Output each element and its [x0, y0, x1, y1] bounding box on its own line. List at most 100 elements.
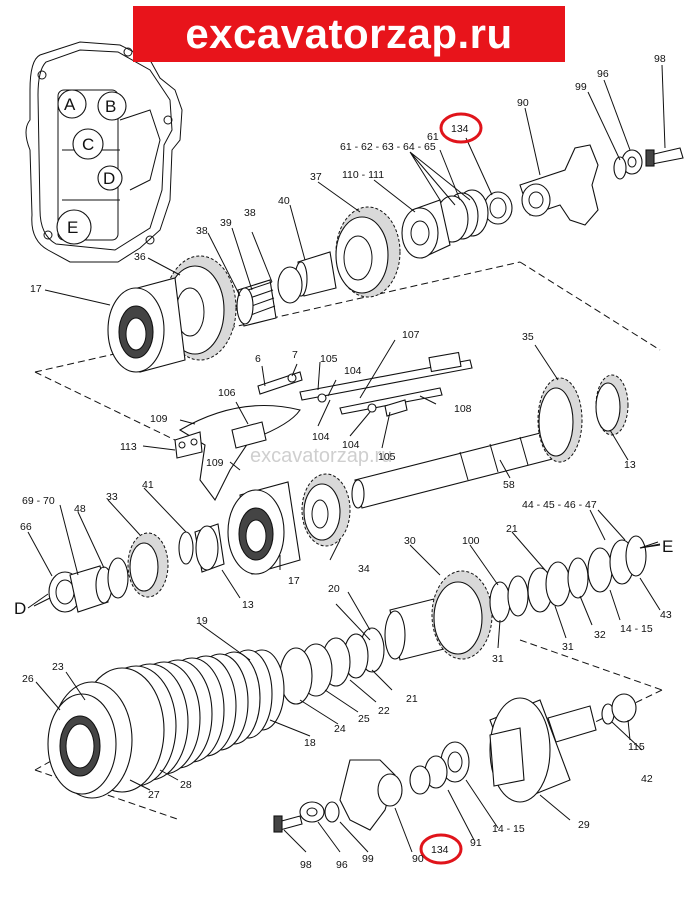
- piston-23-26: [47, 681, 133, 799]
- inset-letter-b: B: [105, 97, 116, 116]
- highlighted-label-134-top: 134: [451, 123, 469, 135]
- part-label: 105: [320, 353, 338, 365]
- part-label: 90: [412, 853, 424, 865]
- part-label: 33: [106, 491, 118, 503]
- part-label: 27: [148, 789, 160, 801]
- needle-bearings: [236, 266, 303, 327]
- part-label: 39: [220, 217, 232, 229]
- top-yoke-assembly: [483, 144, 684, 226]
- part-label: 48: [74, 503, 86, 515]
- highlighted-label-134-bottom: 134: [431, 844, 449, 856]
- d-side-assembly: [48, 523, 225, 613]
- watermark-text: excavatorzap.ru: [250, 445, 392, 467]
- housing-inset: [25, 41, 183, 263]
- highlight-circle-top: [439, 112, 483, 144]
- part-label: 113: [120, 441, 137, 453]
- inset-letter-e: E: [67, 218, 78, 237]
- part-label: 42: [641, 773, 653, 785]
- part-label: 96: [336, 859, 348, 871]
- part-number-labels: 98 96 99 90 61 61 - 62 - 63 - 64 - 65 11…: [20, 53, 672, 871]
- part-label: 19: [196, 615, 208, 627]
- part-label: 41: [142, 479, 154, 491]
- part-label: 109: [206, 457, 224, 469]
- part-label: 105: [378, 451, 396, 463]
- part-label: 69 - 70: [22, 495, 55, 507]
- part-label: 6: [255, 353, 261, 365]
- clutch-drum-17-mid: [227, 473, 351, 575]
- part-label: 31: [492, 653, 504, 665]
- part-label: 21: [506, 523, 518, 535]
- bottom-yoke-assembly: [273, 741, 470, 833]
- part-label: 98: [654, 53, 666, 65]
- part-label: 96: [597, 68, 609, 80]
- part-label: 109: [150, 413, 168, 425]
- part-label: 99: [575, 81, 587, 93]
- part-label: 115: [628, 741, 645, 753]
- part-label: 91: [470, 837, 482, 849]
- part-label: 106: [218, 387, 236, 399]
- part-label: 34: [358, 563, 370, 575]
- part-label: 7: [292, 349, 298, 361]
- part-label: 18: [304, 737, 316, 749]
- arrow-to-e: [639, 543, 661, 549]
- part-label: 104: [344, 365, 362, 377]
- side-letter-e: E: [662, 537, 673, 556]
- part-label: 40: [278, 195, 290, 207]
- part-label: 38: [244, 207, 256, 219]
- shift-fork-106: [174, 405, 301, 502]
- part-label: 21: [406, 693, 418, 705]
- part-label: 104: [342, 439, 360, 451]
- part-label: 90: [517, 97, 529, 109]
- part-label: 99: [362, 853, 374, 865]
- part-label: 23: [52, 661, 64, 673]
- arrow-to-d: [33, 597, 51, 607]
- part-label: 17: [30, 283, 42, 295]
- shift-rods: [257, 351, 473, 417]
- e-side-assembly: [384, 535, 647, 661]
- site-banner: excavatorzap.ru: [133, 6, 565, 62]
- part-label: 98: [300, 859, 312, 871]
- part-label: 29: [578, 819, 590, 831]
- part-label: 61: [427, 131, 439, 143]
- part-label: 26: [22, 673, 34, 685]
- part-label: 17: [288, 575, 300, 587]
- part-label: 100: [462, 535, 480, 547]
- inset-letter-d: D: [103, 169, 115, 188]
- clutch-drum-17-top: [107, 277, 186, 373]
- part-label: 35: [522, 331, 534, 343]
- part-label: 66: [20, 521, 32, 533]
- part-label: 31: [562, 641, 574, 653]
- drum-29: [489, 693, 637, 803]
- highlight-circle-bottom: [419, 833, 463, 865]
- part-label: 43: [660, 609, 672, 621]
- middle-rings: [279, 627, 385, 705]
- part-label: 14 - 15: [492, 823, 525, 835]
- gear-37: [335, 206, 401, 298]
- part-label: 38: [196, 225, 208, 237]
- side-letter-d: D: [14, 599, 26, 618]
- inset-letter-a: A: [64, 95, 76, 114]
- part-label: 107: [402, 329, 420, 341]
- part-label: 22: [378, 705, 390, 717]
- part-label: 37: [310, 171, 322, 183]
- part-label: 13: [624, 459, 636, 471]
- part-label: 24: [334, 723, 346, 735]
- part-label: 110 - 111: [342, 169, 384, 181]
- part-label: 32: [594, 629, 606, 641]
- part-label: 30: [404, 535, 416, 547]
- part-label: 20: [328, 583, 340, 595]
- inset-letter-c: C: [82, 135, 94, 154]
- part-label: 61 - 62 - 63 - 64 - 65: [340, 141, 436, 153]
- part-label: 108: [454, 403, 472, 415]
- part-label: 44 - 45 - 46 - 47: [522, 499, 597, 511]
- part-label: 104: [312, 431, 330, 443]
- main-shaft-58: [351, 374, 629, 509]
- part-label: 13: [242, 599, 254, 611]
- seal-rings-group: [401, 189, 489, 259]
- part-label: 28: [180, 779, 192, 791]
- part-label: 58: [503, 479, 515, 491]
- part-label: 25: [358, 713, 370, 725]
- part-label: 14 - 15: [620, 623, 653, 635]
